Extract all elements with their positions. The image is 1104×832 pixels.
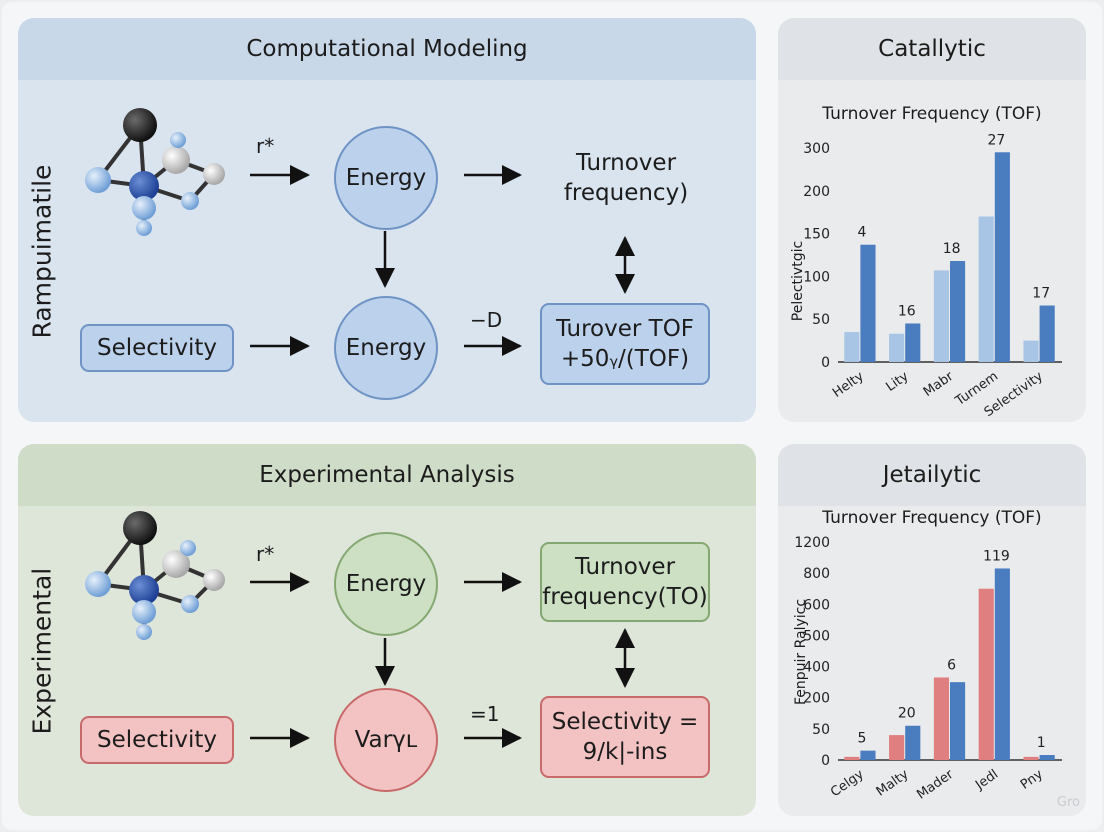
chart2-ytick: 50 — [812, 722, 830, 738]
molecule-icon-2 — [85, 511, 225, 640]
chart2-bar — [905, 725, 921, 760]
chart1-ytick: 50 — [812, 312, 830, 328]
top-energy-node-2: Energy — [334, 296, 438, 400]
chart2-bar — [933, 677, 949, 760]
molecule-icon — [85, 108, 225, 236]
computational-title: Computational Modeling — [18, 18, 756, 80]
bottom-var-node: Varγʟ — [334, 688, 438, 792]
chart2-bar — [994, 568, 1010, 760]
chart2-ytick: 800 — [803, 566, 830, 582]
watermark: Gro — [1056, 795, 1080, 810]
chart1-panel-title: Catallytic — [778, 18, 1086, 80]
bottom-molecule-and-arrows — [85, 511, 635, 748]
chart2-data-label: 6 — [947, 657, 956, 673]
chart2-data-label: 20 — [898, 706, 916, 722]
chart2-category-label: Mader — [914, 767, 957, 803]
chart1-data-label: 4 — [858, 225, 867, 241]
chart2-data-label: 119 — [983, 548, 1010, 564]
chart1-plot: 0501001502003004Helty16Lity18Mabr27Turne… — [803, 132, 1062, 420]
chart2-ytick: 1200 — [794, 535, 830, 551]
top-turnover-node: Turnover frequency) — [563, 150, 689, 206]
chart2-category-label: Celgy — [828, 767, 867, 800]
chart2-data-label: 1 — [1037, 735, 1046, 751]
chart2-bar — [1023, 756, 1039, 760]
chart1-ytick: 300 — [803, 141, 830, 157]
chart2-ytick: 500 — [803, 628, 830, 644]
chart2-category-label: Pny — [1018, 767, 1046, 793]
chart1-bar — [978, 216, 994, 362]
chart2-bar — [978, 588, 994, 760]
chart1-ytick: 0 — [821, 355, 830, 371]
computational-panel: Computational Modeling Rampuimatile — [18, 18, 756, 422]
chart1-title: Turnover Frequency (TOF) — [822, 104, 1042, 124]
top-selectivity-node: Selectivity — [80, 324, 234, 372]
chart1-ytick: 100 — [803, 269, 830, 285]
chart1-ytick: 150 — [803, 227, 830, 243]
chart1-bar — [1023, 340, 1039, 362]
bottom-turnover-node: Turnover frequency(TO) — [540, 542, 710, 622]
chart1-data-label: 17 — [1032, 286, 1050, 302]
chart2-bar — [950, 682, 966, 760]
chart2-data-label: 5 — [858, 731, 867, 747]
chart1-bar — [844, 332, 860, 362]
chart2-bar — [860, 750, 876, 760]
top-edge-d-label: −D — [470, 308, 503, 332]
chart1-bar — [1039, 305, 1055, 362]
top-edge-r-label: r* — [256, 134, 275, 158]
chart2-category-label: Jedl — [972, 767, 1001, 793]
top-energy-node-1: Energy — [334, 126, 438, 230]
chart2-ytick: 200 — [803, 691, 830, 707]
chart1-bar — [889, 333, 905, 362]
chart1-data-label: 18 — [943, 241, 961, 257]
chart1-bar — [994, 152, 1010, 362]
chart1-bar — [905, 323, 921, 362]
top-molecule-and-arrows — [85, 108, 635, 356]
chart1-bar — [950, 260, 966, 362]
chart1-bar — [860, 244, 876, 362]
experimental-title: Experimental Analysis — [18, 444, 756, 506]
chart2-ytick: 600 — [803, 597, 830, 613]
chart1-bar — [933, 270, 949, 362]
chart2-bar — [889, 735, 905, 760]
chart1-category-label: Helty — [830, 369, 867, 401]
chart1-category-label: Mabr — [921, 369, 957, 400]
jetailytic-chart-panel: Jetailytic Turnover Frequency (TOF) Fenp… — [778, 444, 1086, 816]
chart2-category-label: Malty — [874, 767, 912, 800]
catalytic-chart-panel: Catallytic Turnover Frequency (TOF) Pele… — [778, 18, 1086, 422]
chart2-bar — [1039, 755, 1055, 760]
experimental-panel: Experimental Analysis Experimental — [18, 444, 756, 816]
bottom-edge-r-label: r* — [256, 542, 275, 566]
chart2-panel-title: Jetailytic — [778, 444, 1086, 506]
chart1-ytick: 200 — [803, 184, 830, 200]
chart1-data-label: 16 — [898, 303, 916, 319]
top-result-node: Turover TOF +50ᵧ/(TOF) — [540, 303, 710, 385]
chart2-bar — [844, 756, 860, 760]
chart2-title: Turnover Frequency (TOF) — [822, 508, 1042, 528]
bottom-energy-node: Energy — [334, 532, 438, 636]
bottom-selectivity-node: Selectivity — [80, 716, 234, 764]
chart2-ytick: 0 — [821, 753, 830, 769]
bottom-edge-eq-label: =1 — [470, 702, 500, 726]
bottom-result-node: Selectivity = 9/k|-ins — [540, 696, 710, 778]
chart2-ytick: 400 — [803, 660, 830, 676]
chart1-data-label: 27 — [987, 132, 1005, 148]
chart1-category-label: Lity — [884, 369, 912, 395]
